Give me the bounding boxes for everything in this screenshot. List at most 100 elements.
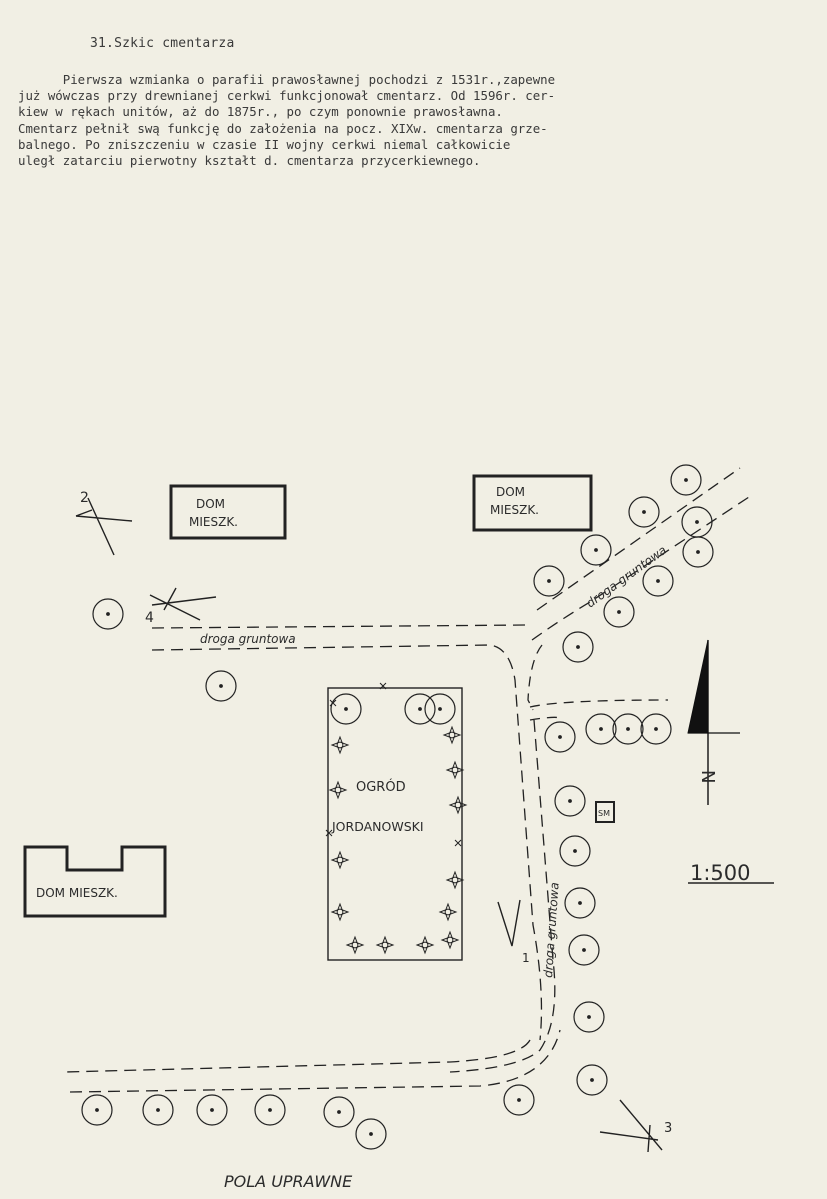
road-diagonal-edge-lower bbox=[531, 494, 753, 641]
tree-circle bbox=[205, 670, 237, 702]
tree-circle bbox=[564, 887, 596, 919]
tree-circle bbox=[568, 934, 600, 966]
tree-circle bbox=[670, 464, 702, 496]
tree-circle bbox=[573, 1001, 605, 1033]
road-vertical-outer bbox=[449, 719, 556, 1073]
tree-circle bbox=[640, 713, 672, 745]
tree-center-dot bbox=[106, 612, 110, 616]
house-right-top-label-1: DOM bbox=[496, 485, 525, 499]
tree-circle bbox=[142, 1094, 174, 1126]
road-inner-edge bbox=[151, 644, 543, 1041]
tree-center-dot bbox=[344, 707, 348, 711]
tree-center-dot bbox=[268, 1108, 272, 1112]
road-diagonal-edge-upper bbox=[536, 467, 741, 611]
tree-center-dot bbox=[578, 901, 582, 905]
paragraph-line: balnego. Po zniszczeniu w czasie II wojn… bbox=[18, 136, 511, 152]
paragraph-line: kiew w rękach unitów, aż do 1875r., po c… bbox=[18, 104, 503, 120]
road-branch-upper bbox=[529, 699, 669, 708]
tree-center-dot bbox=[626, 727, 630, 731]
road-bottom-lower bbox=[69, 1029, 561, 1093]
house-right-top-label-2: MIESZK. bbox=[490, 503, 539, 517]
viewpoint-2 bbox=[75, 497, 133, 556]
tree-center-dot bbox=[582, 948, 586, 952]
tree-circle bbox=[323, 1096, 355, 1128]
tree-circle bbox=[603, 596, 635, 628]
tree-circle bbox=[404, 693, 436, 725]
garden-label-2: JORDANOWSKI bbox=[331, 819, 424, 834]
tree-center-dot bbox=[594, 548, 598, 552]
tree-center-dot bbox=[337, 1110, 341, 1114]
north-arrow bbox=[687, 639, 740, 805]
fields-label: POLA UPRAWNE bbox=[224, 1172, 353, 1191]
tree-center-dot bbox=[568, 799, 572, 803]
tree-circle bbox=[92, 598, 124, 630]
viewpoint-4 bbox=[149, 587, 217, 621]
north-label: N bbox=[697, 770, 718, 783]
viewpoint-2-label: 2 bbox=[80, 490, 89, 506]
paragraph-line: uległ zatarciu pierwotny kształt d. cmen… bbox=[18, 153, 481, 169]
tree-circle bbox=[554, 785, 586, 817]
house-left-top-label-2: MIESZK. bbox=[189, 515, 238, 529]
tree-circle bbox=[580, 534, 612, 566]
paragraph-line: Cmentarz pełnił swą funkcję do założenia… bbox=[18, 120, 548, 136]
tree-circle bbox=[628, 496, 660, 528]
tree-circle bbox=[576, 1064, 608, 1096]
tree-center-dot bbox=[156, 1108, 160, 1112]
tree-circle bbox=[562, 631, 594, 663]
tree-center-dot bbox=[219, 684, 223, 688]
tree-center-dot bbox=[656, 579, 660, 583]
scale-label: 1:500 bbox=[690, 861, 751, 885]
tree-center-dot bbox=[654, 727, 658, 731]
tree-center-dot bbox=[438, 707, 442, 711]
tree-circle bbox=[330, 693, 362, 725]
viewpoint-1-label: 1 bbox=[522, 951, 530, 965]
house-left-top-label-1: DOM bbox=[196, 497, 225, 511]
garden-shrubs bbox=[325, 682, 468, 955]
tree-circle bbox=[533, 565, 565, 597]
tree-center-dot bbox=[418, 707, 422, 711]
tree-center-dot bbox=[547, 579, 551, 583]
viewpoint-4-label: 4 bbox=[145, 610, 154, 626]
tree-center-dot bbox=[617, 610, 621, 614]
tree-circle bbox=[585, 713, 617, 745]
tree-center-dot bbox=[95, 1108, 99, 1112]
tree-center-dot bbox=[642, 510, 646, 514]
tree-circle bbox=[612, 713, 644, 745]
viewpoint-1 bbox=[497, 899, 521, 947]
road-branch-lower bbox=[529, 716, 561, 721]
viewpoint-markers bbox=[75, 497, 663, 1153]
tree-circle bbox=[682, 536, 714, 568]
tree-center-dot bbox=[684, 478, 688, 482]
tree-center-dot bbox=[558, 735, 562, 739]
tree-center-dot bbox=[576, 645, 580, 649]
tree-circle bbox=[424, 693, 456, 725]
house-left-bottom-label: DOM MIESZK. bbox=[36, 886, 118, 900]
paragraph-line: już wówczas przy drewnianej cerkwi funkc… bbox=[18, 88, 556, 104]
tree-circle bbox=[503, 1084, 535, 1116]
road-diagonal-label: droga gruntowa bbox=[584, 543, 670, 611]
tree-center-dot bbox=[369, 1132, 373, 1136]
tree-center-dot bbox=[696, 550, 700, 554]
house-left-bottom bbox=[23, 845, 167, 918]
garden-label-1: OGRÓD bbox=[356, 779, 406, 795]
tree-center-dot bbox=[590, 1078, 594, 1082]
tree-center-dot bbox=[587, 1015, 591, 1019]
tree-center-dot bbox=[695, 520, 699, 524]
tree-center-dot bbox=[210, 1108, 214, 1112]
tree-center-dot bbox=[573, 849, 577, 853]
tree-markers bbox=[81, 464, 714, 1150]
document-heading: 31.Szkic cmentarza bbox=[90, 36, 235, 51]
document-paragraph: Pierwsza wzmianka o parafii prawosławnej… bbox=[18, 72, 798, 169]
road-vertical-label: droga gruntowa bbox=[541, 882, 562, 978]
road-bottom-upper bbox=[64, 1039, 531, 1073]
garden-plot bbox=[327, 687, 463, 961]
tree-circle bbox=[642, 565, 674, 597]
tree-circle bbox=[81, 1094, 113, 1126]
tree-center-dot bbox=[517, 1098, 521, 1102]
road-branch bbox=[527, 644, 543, 711]
monument-label: SM bbox=[598, 809, 610, 818]
viewpoint-3 bbox=[599, 1099, 663, 1153]
tree-circle bbox=[559, 835, 591, 867]
